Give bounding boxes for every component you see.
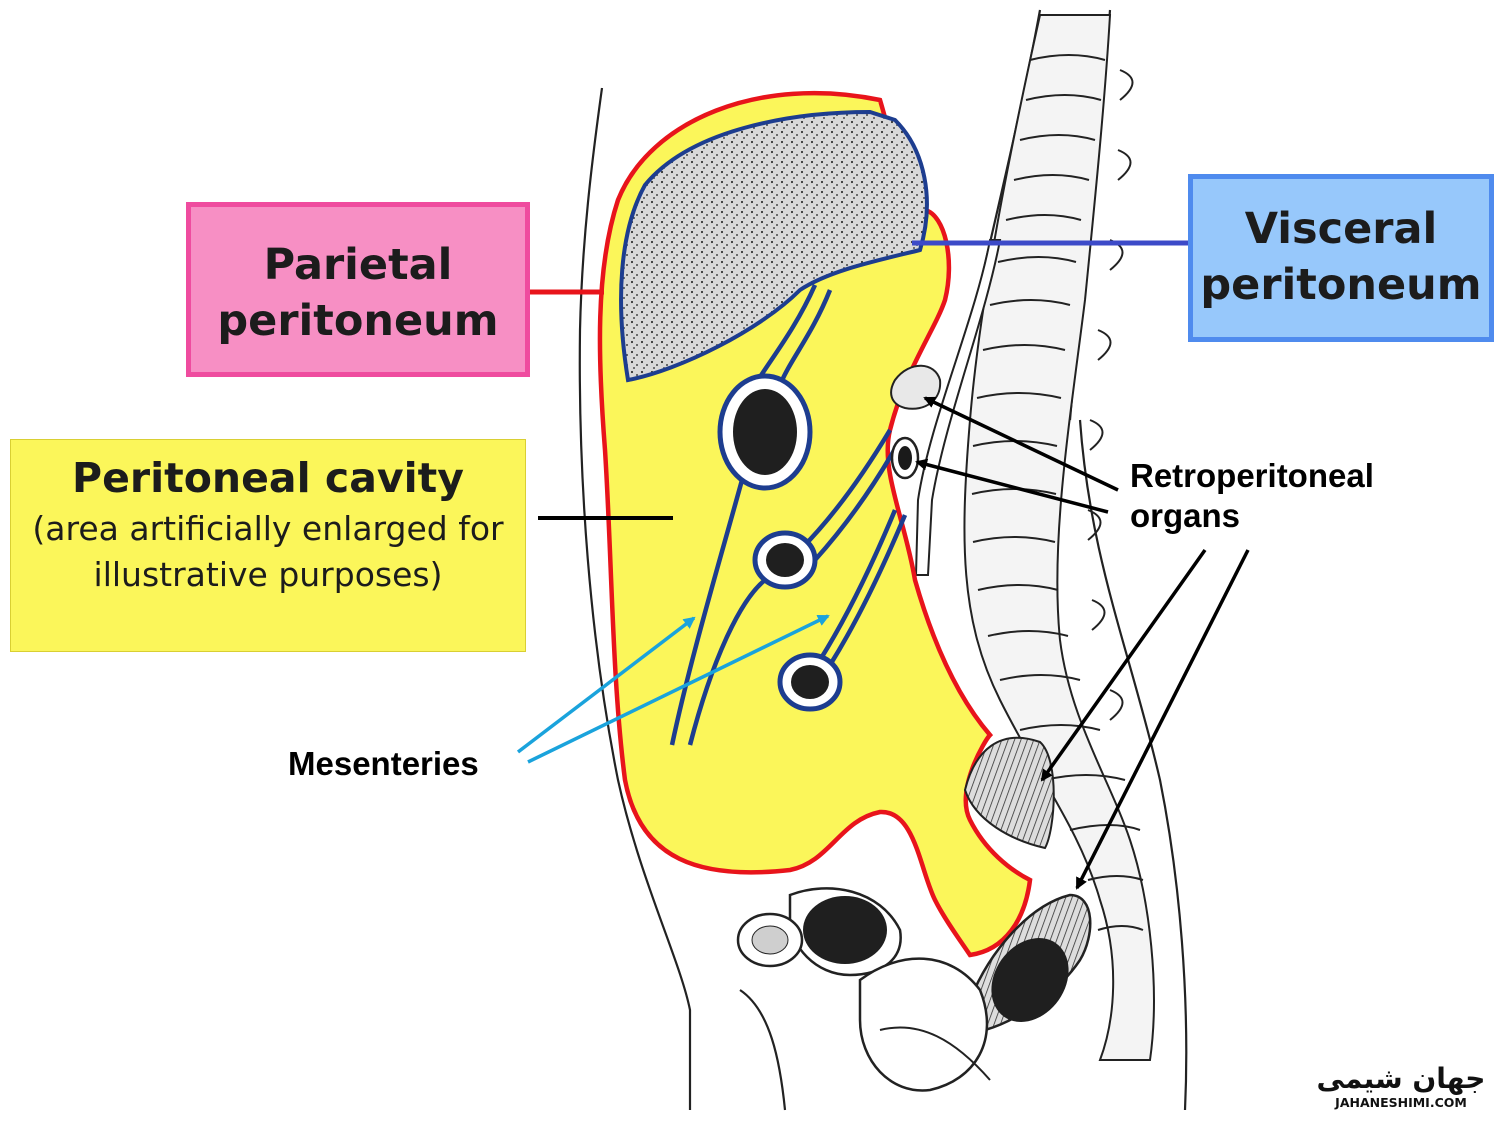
pelvic-organs bbox=[736, 887, 991, 1092]
cavity-note-line1: (area artificially enlarged for bbox=[32, 509, 504, 548]
mesenteries-shapes bbox=[669, 284, 908, 746]
retroperitoneal-arrows bbox=[915, 396, 1250, 890]
cavity-title: Peritoneal cavity bbox=[72, 454, 464, 502]
visceral-line2: peritoneum bbox=[1200, 260, 1482, 310]
mesenteries-label: Mesenteries bbox=[288, 745, 479, 782]
mesentery-arrows bbox=[516, 614, 830, 764]
cavity-note-line2: illustrative purposes) bbox=[93, 555, 443, 594]
visceral-line1: Visceral bbox=[1244, 204, 1438, 254]
watermark-fa: جهان شیمی bbox=[1316, 1062, 1486, 1095]
visceral-peritoneum-label: Visceral peritoneum bbox=[1188, 174, 1494, 342]
retro-line2: organs bbox=[1130, 497, 1241, 534]
parietal-peritoneum-label: Parietal peritoneum bbox=[186, 202, 530, 377]
watermark-logo: جهان شیمی JAHANESHIMI.COM bbox=[1316, 1063, 1486, 1118]
parietal-line1: Parietal bbox=[263, 240, 453, 290]
retroperitoneal-organs bbox=[890, 364, 1092, 1032]
intestines bbox=[717, 373, 843, 712]
retroperitoneal-organs-label: Retroperitoneal organs bbox=[1130, 456, 1450, 536]
liver bbox=[619, 109, 929, 383]
peritoneal-cavity-label: Peritoneal cavity (area artificially enl… bbox=[10, 439, 526, 652]
parietal-line2: peritoneum bbox=[217, 296, 499, 346]
watermark-en: JAHANESHIMI.COM bbox=[1335, 1095, 1467, 1110]
retro-line1: Retroperitoneal bbox=[1130, 457, 1374, 494]
